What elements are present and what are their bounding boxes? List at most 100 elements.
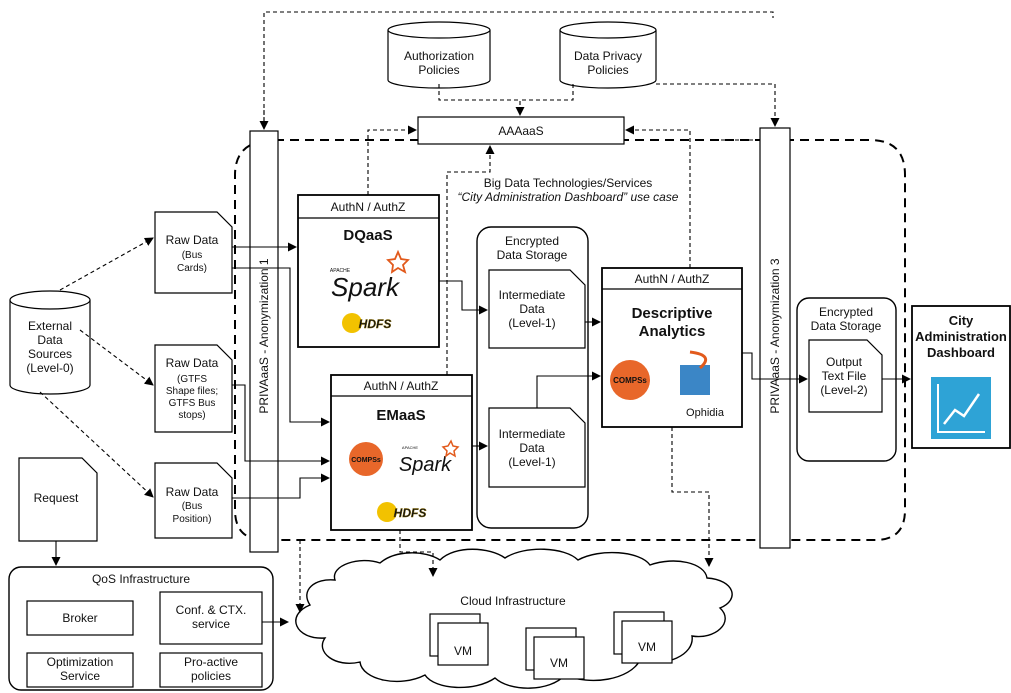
- raw-data-label: stops): [178, 410, 205, 421]
- arrow-busposition-to-emaas: [232, 473, 330, 499]
- qos-title: QoS Infrastructure: [92, 572, 190, 586]
- encrypted-storage-label: Data Storage: [497, 248, 568, 262]
- encrypted-storage-label: Encrypted: [819, 305, 873, 319]
- intermediate-data-label: Intermediate: [499, 288, 566, 302]
- proactive-policies-box: [159, 652, 263, 688]
- emaas-box: AuthN / AuthZ EMaaS COMPSs APACHE Spark …: [330, 374, 473, 531]
- compss-logo-icon: [349, 442, 383, 476]
- arrow-gtfs-to-emaas: [232, 384, 330, 466]
- descriptive-authn-label: AuthN / AuthZ: [635, 272, 710, 286]
- raw-data-label: GTFS Bus: [169, 398, 216, 409]
- dashboard-title: Administration: [915, 329, 1007, 344]
- authorization-policies-label: Authorization: [404, 49, 474, 63]
- privaas-anonymization-1-bar: [249, 130, 279, 553]
- conf-ctx-service-box: [159, 591, 263, 645]
- compss-logo-label: COMPSs: [613, 376, 647, 385]
- raw-data-label: Raw Data: [166, 233, 219, 247]
- output-text-file-doc: Output Text File (Level-2): [808, 339, 883, 413]
- external-sources-label: (Level-0): [26, 361, 73, 375]
- data-privacy-policies-cylinder: Data Privacy Policies: [559, 21, 657, 89]
- arrow-dqaas-to-intermediate1: [439, 280, 488, 315]
- external-sources-label: Sources: [28, 347, 72, 361]
- request-label: Request: [34, 491, 79, 505]
- vm-label: VM: [638, 640, 656, 654]
- raw-data-bus-position-doc: Raw Data (Bus Position): [154, 462, 233, 539]
- big-data-services-boundary: [234, 139, 906, 541]
- vm-box: [621, 620, 673, 664]
- compss-logo-icon: [610, 360, 650, 400]
- proactive-label: policies: [191, 669, 231, 683]
- arrow-intermediate2-to-analytics: [536, 371, 601, 408]
- spark-logo: Spark: [331, 272, 401, 302]
- arrow-external-to-buscards: [59, 237, 154, 291]
- conf-ctx-label: service: [192, 617, 230, 631]
- external-sources-label: External: [28, 319, 72, 333]
- privaas-anonymization-3-bar: [759, 127, 791, 549]
- aaaaas-box: [417, 116, 625, 145]
- dashed-connectors: [39, 11, 780, 613]
- spark-star-icon: [386, 249, 410, 274]
- external-data-sources-cylinder: External Data Sources (Level-0): [9, 290, 91, 395]
- arrow-emaas-to-aaaaas: [446, 145, 495, 375]
- vm-box: [437, 622, 489, 666]
- dashboard-title: Dashboard: [927, 345, 995, 360]
- hdfs-logo: HDFS: [394, 506, 427, 520]
- hdfs-logo: HDFS: [359, 317, 392, 331]
- hdfs-elephant-icon: [342, 313, 362, 333]
- output-label: Text File: [822, 369, 867, 383]
- spark-logo: Spark: [399, 454, 452, 476]
- emaas-authn-label: AuthN / AuthZ: [364, 379, 439, 393]
- arrow-top-loop: [263, 11, 774, 129]
- raw-data-label: (Bus: [182, 250, 203, 261]
- cloud-title: Cloud Infrastructure: [460, 594, 566, 608]
- broker-box: [26, 600, 134, 636]
- raw-data-gtfs-doc: Raw Data (GTFS Shape files; GTFS Bus sto…: [154, 344, 233, 433]
- descriptive-title: Analytics: [639, 323, 706, 340]
- data-privacy-policies-label: Data Privacy: [574, 49, 642, 63]
- proactive-label: Pro-active: [184, 655, 238, 669]
- raw-data-label: Shape files;: [166, 386, 218, 397]
- raw-data-label: (GTFS: [177, 374, 207, 385]
- privaas-anonymization-1-label: PRIVAaaS - Anonymization 1: [257, 258, 271, 414]
- intermediate-data-label: (Level-1): [508, 316, 555, 330]
- city-dashboard-box: City Administration Dashboard: [911, 305, 1011, 449]
- ophidia-cube-icon: [680, 365, 710, 395]
- ophidia-logo-label: Ophidia: [686, 407, 725, 419]
- raw-data-label: Position): [173, 514, 212, 525]
- descriptive-analytics-box: AuthN / AuthZ Descriptive Analytics COMP…: [601, 267, 743, 428]
- intermediate-data-label: Intermediate: [499, 427, 566, 441]
- solid-connectors: [51, 242, 911, 627]
- hdfs-elephant-icon: [377, 502, 397, 522]
- broker-label: Broker: [62, 611, 97, 625]
- intermediate-data-label: (Level-1): [508, 455, 555, 469]
- intermediate-data-doc-1: Intermediate Data (Level-1): [488, 269, 586, 349]
- arrow-external-to-gtfs: [79, 329, 154, 386]
- spark-star-icon: [441, 439, 460, 458]
- optimization-service-box: [26, 652, 134, 688]
- output-label: (Level-2): [820, 383, 867, 397]
- data-privacy-policies-label: Policies: [587, 63, 628, 77]
- output-label: Output: [826, 355, 863, 369]
- raw-data-label: Raw Data: [166, 485, 219, 499]
- conf-ctx-label: Conf. & CTX.: [176, 603, 247, 617]
- emaas-title: EMaaS: [376, 407, 425, 424]
- intermediate-data-label: Data: [519, 302, 545, 316]
- vm-label: VM: [454, 644, 472, 658]
- arrow-privacy-to-privaas3: [656, 83, 780, 127]
- raw-data-bus-cards-doc: Raw Data (Bus Cards): [154, 211, 233, 294]
- ophidia-swirl-icon: [689, 350, 708, 370]
- arrow-analytics-to-output: [742, 352, 808, 384]
- arrow-authz-to-aaaaas: [438, 84, 525, 116]
- intermediate-data-label: Data: [519, 441, 545, 455]
- dqaas-authn-label: AuthN / AuthZ: [331, 200, 406, 214]
- arrow-external-to-busposition: [39, 391, 154, 498]
- encrypted-storage-label: Encrypted: [505, 234, 559, 248]
- aaaaas-label: AAAaaS: [498, 124, 543, 138]
- dqaas-title: DQaaS: [343, 227, 392, 244]
- descriptive-title: Descriptive: [632, 305, 713, 322]
- privaas-anonymization-3-label: PRIVAaaS - Anonymization 3: [768, 258, 782, 414]
- arrow-analytics-to-aaaaas: [625, 125, 691, 268]
- arrow-privacy-to-aaaaas: [522, 84, 574, 101]
- raw-data-label: Raw Data: [166, 356, 219, 370]
